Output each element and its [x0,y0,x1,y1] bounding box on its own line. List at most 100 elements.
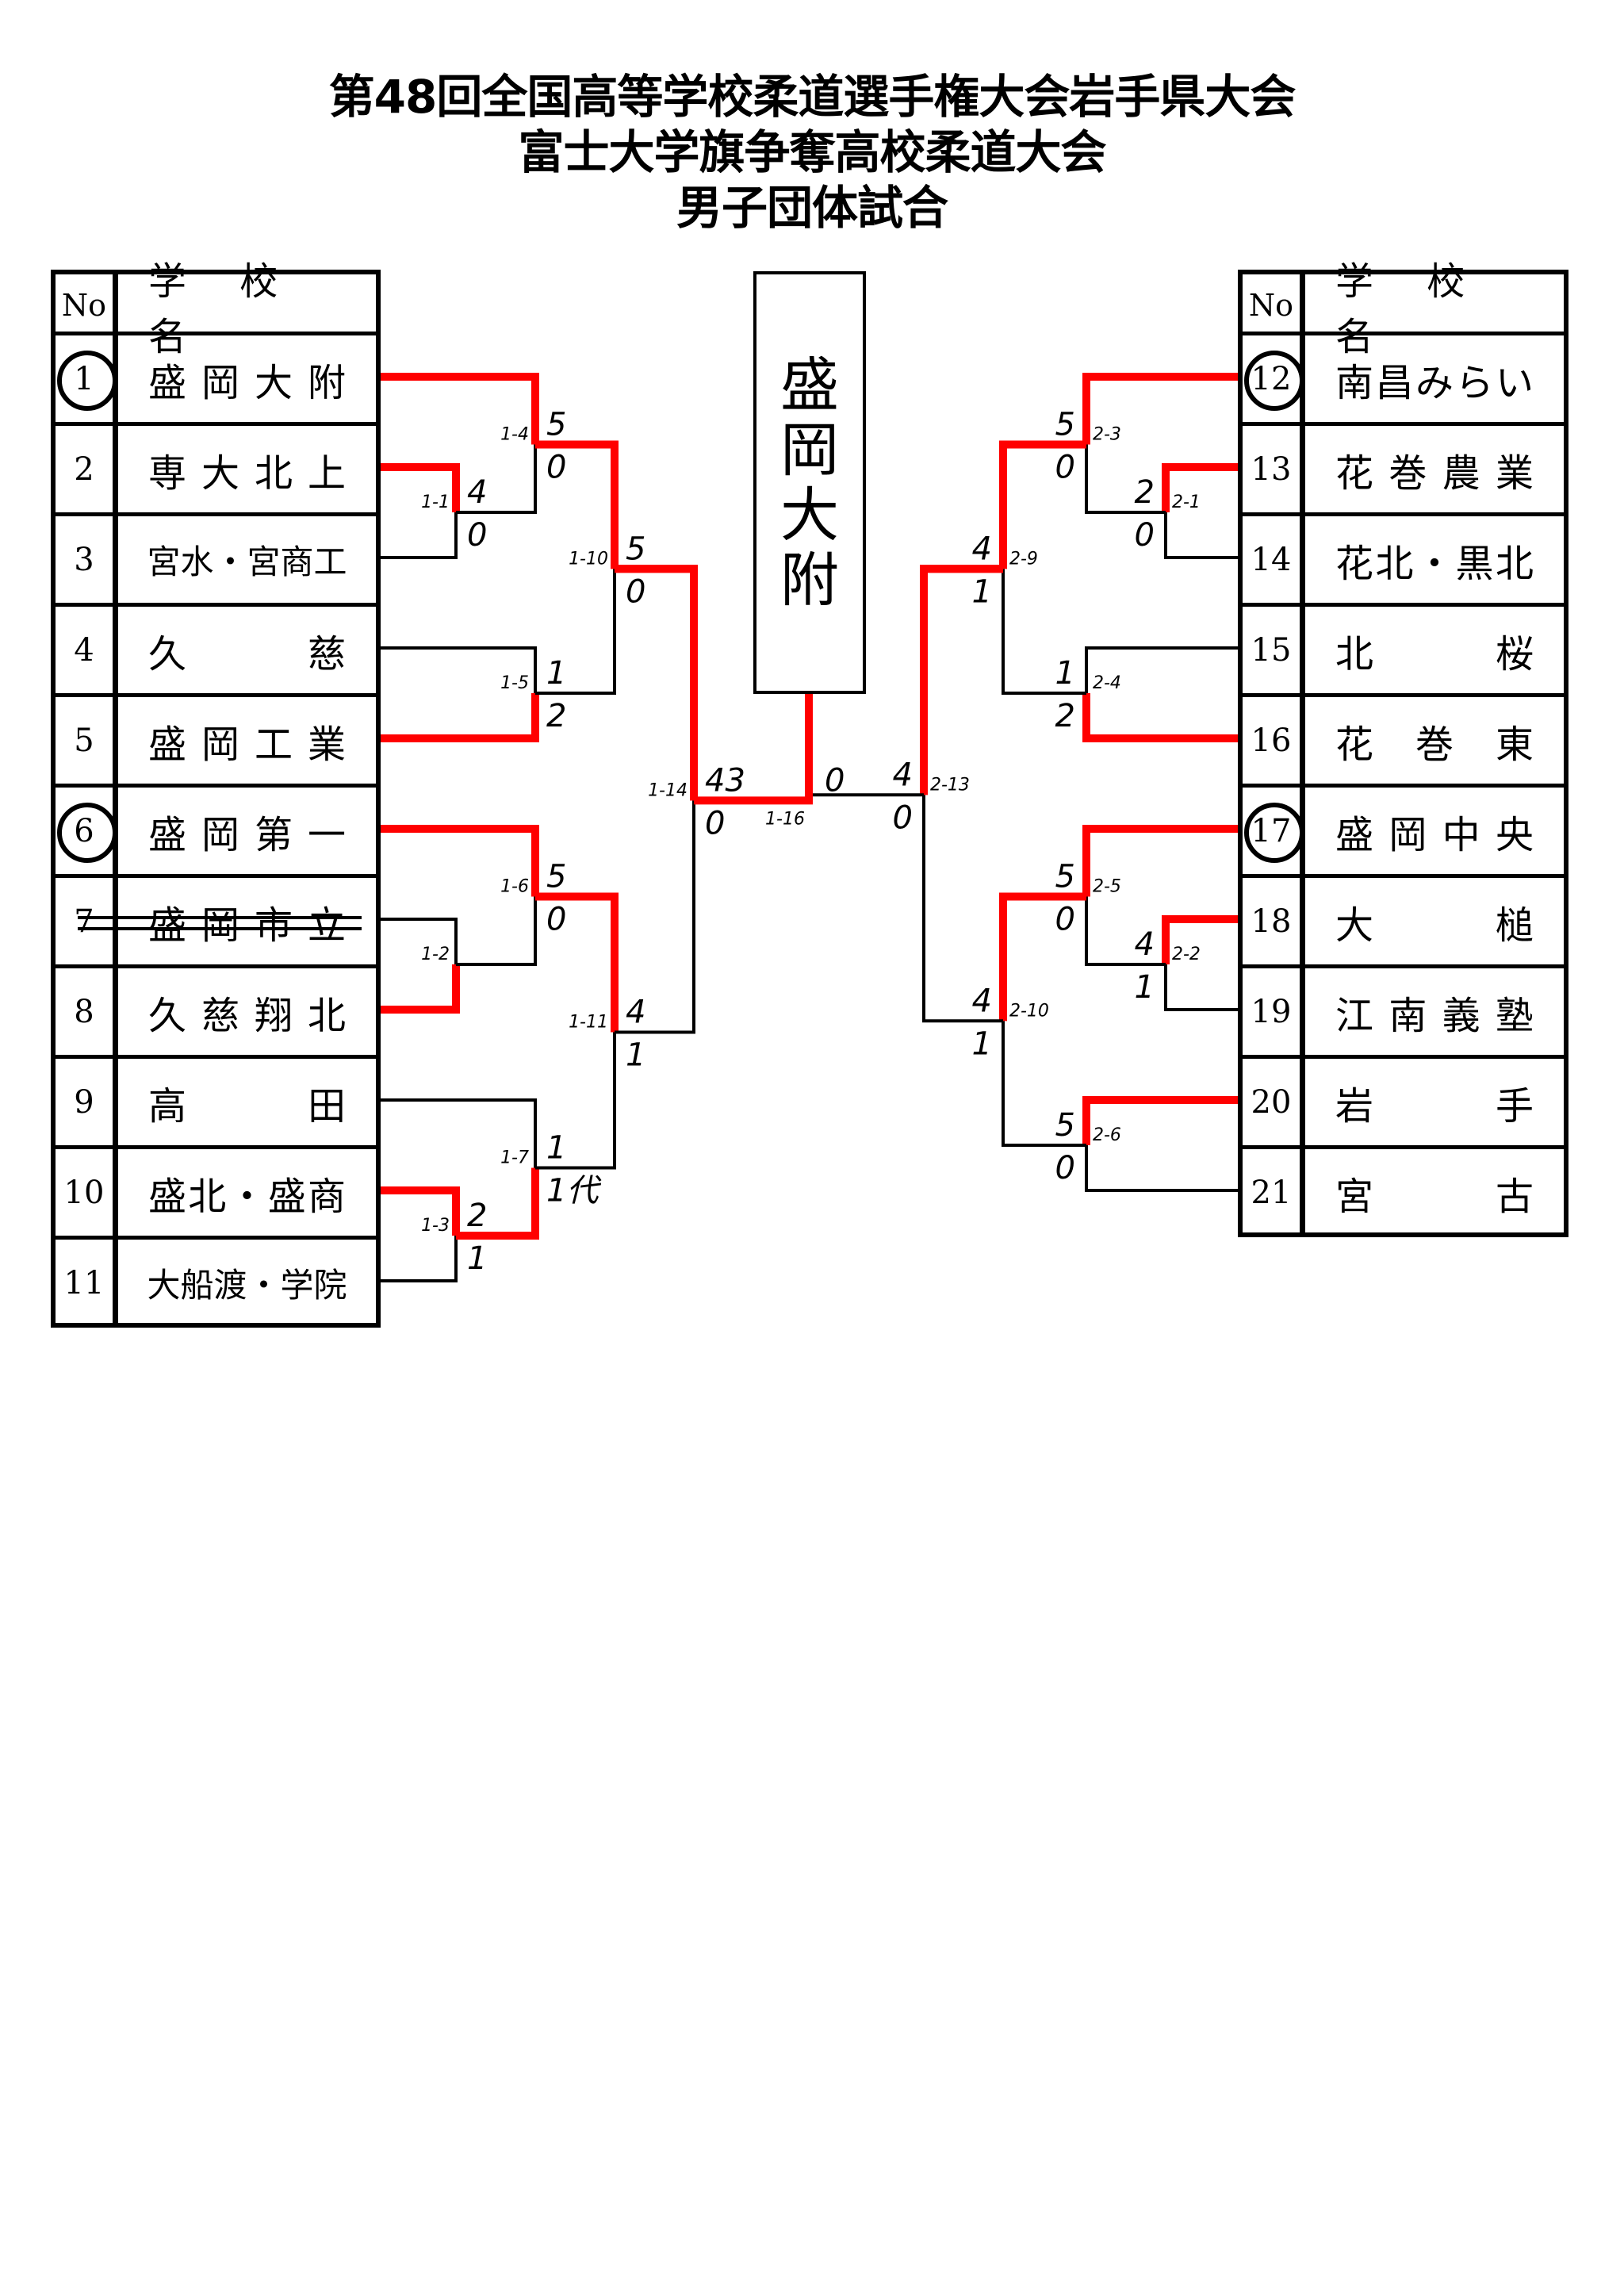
seed-circle-icon [57,802,117,863]
bracket-line [381,1236,458,1282]
bracket-line [381,1098,537,1168]
score-top: 4 [972,531,992,567]
champion-name-char: 盛 [780,351,839,420]
score-top: 4 [1135,926,1155,963]
team-name: 専大北上 [118,426,376,512]
team-name-char: 南 [1388,993,1427,1038]
score-bottom: 0 [1055,902,1075,938]
score-bottom: 0 [893,799,913,836]
team-name: 花巻農業 [1305,426,1564,512]
team-name-char: 久 [148,631,187,677]
team-name-char: 盛 [267,1174,306,1219]
bracket-line [456,444,537,514]
team-name: 盛岡市立 [118,878,376,964]
score-top: 4 [705,762,725,799]
team-name-char: 盛 [1335,812,1374,857]
match-number: 1-4 [500,425,529,445]
team-name-char: 岡 [1388,812,1427,857]
team-number: 12 [1243,335,1305,422]
match-number: 1-14 [648,780,688,800]
winner-path [1082,373,1238,445]
champion-box: 盛岡大附 [753,271,866,694]
team-number: 16 [1243,697,1305,784]
team-name: 江南義塾 [1305,968,1564,1055]
team-name-char: 上 [307,450,346,496]
team-name-char: 花 [1335,722,1374,767]
team-number: 9 [56,1059,118,1145]
team-number: 6 [56,788,118,874]
match-number: 1-2 [421,945,450,964]
team-number: 13 [1243,426,1305,512]
score-top: 5 [546,407,566,443]
team-name-char: 宮 [1335,1174,1374,1219]
tournament-subtitle: 富士大学旗争奪高校柔道大会 [518,125,1106,179]
score-top: 4 [626,995,645,1031]
team-number: 7 [56,878,118,964]
header-no: No [56,274,118,336]
bracket-line [922,795,1003,1023]
match-number: 1-1 [421,493,450,512]
team-name-char: 附 [307,360,346,405]
match-number: 1-6 [500,877,529,897]
event-title: 男子団体試合 [676,181,948,235]
team-name-char: 農 [1442,450,1480,496]
team-number: 15 [1243,607,1305,693]
team-name: 北桜 [1305,607,1564,693]
team-number: 18 [1243,878,1305,964]
team-name: 大槌 [1305,878,1564,964]
score-bottom: 0 [1055,450,1075,486]
winner-path [694,694,813,805]
champion-name-char: 大 [780,481,839,550]
team-name: 岩手 [1305,1059,1564,1145]
team-name-char: み [1415,360,1454,405]
team-name: 宮水・宮商工 [118,516,376,603]
team-name-char: 慈 [201,993,239,1038]
final-score-left: 3 [726,762,745,799]
bracket-line [381,918,458,964]
score-top: 1 [546,655,566,692]
team-name-char: 岡 [201,812,239,857]
team-name-char: 第 [254,812,293,857]
winner-path [1082,693,1238,742]
team-name-char: 宮水・宮商工 [147,542,347,581]
team-number: 11 [56,1240,118,1326]
winner-path [381,693,539,742]
team-name: 久慈 [118,607,376,693]
team-name: 久慈翔北 [118,968,376,1055]
team-name-char: 市 [254,903,293,948]
match-number: 2-2 [1172,945,1201,964]
score-bottom: 0 [1135,517,1155,554]
score-bottom: 1 [972,573,992,610]
team-name: 大船渡・学院 [118,1240,376,1326]
winner-path [456,1167,539,1240]
score-bottom: 0 [467,517,487,554]
bracket-line [456,896,537,966]
team-number: 2 [56,426,118,512]
team-name-char: 北 [1495,541,1534,586]
winner-path [535,440,619,569]
team-number: 3 [56,516,118,603]
match-number: 2-4 [1093,673,1121,693]
team-number: 20 [1243,1059,1305,1145]
team-name-char: 高 [148,1083,187,1129]
match-number: 1-7 [500,1148,529,1168]
bracket-line [1002,1021,1086,1147]
bracket-line [1085,444,1166,514]
team-name-char: 花 [1335,541,1374,586]
match-number: 1-3 [421,1216,450,1236]
team-name-char: 盛 [148,1174,187,1219]
score-top: 1 [546,1130,566,1167]
team-name-char: 岡 [201,360,239,405]
match-number: 2-13 [930,775,970,795]
team-name-char: 北 [1335,631,1374,677]
